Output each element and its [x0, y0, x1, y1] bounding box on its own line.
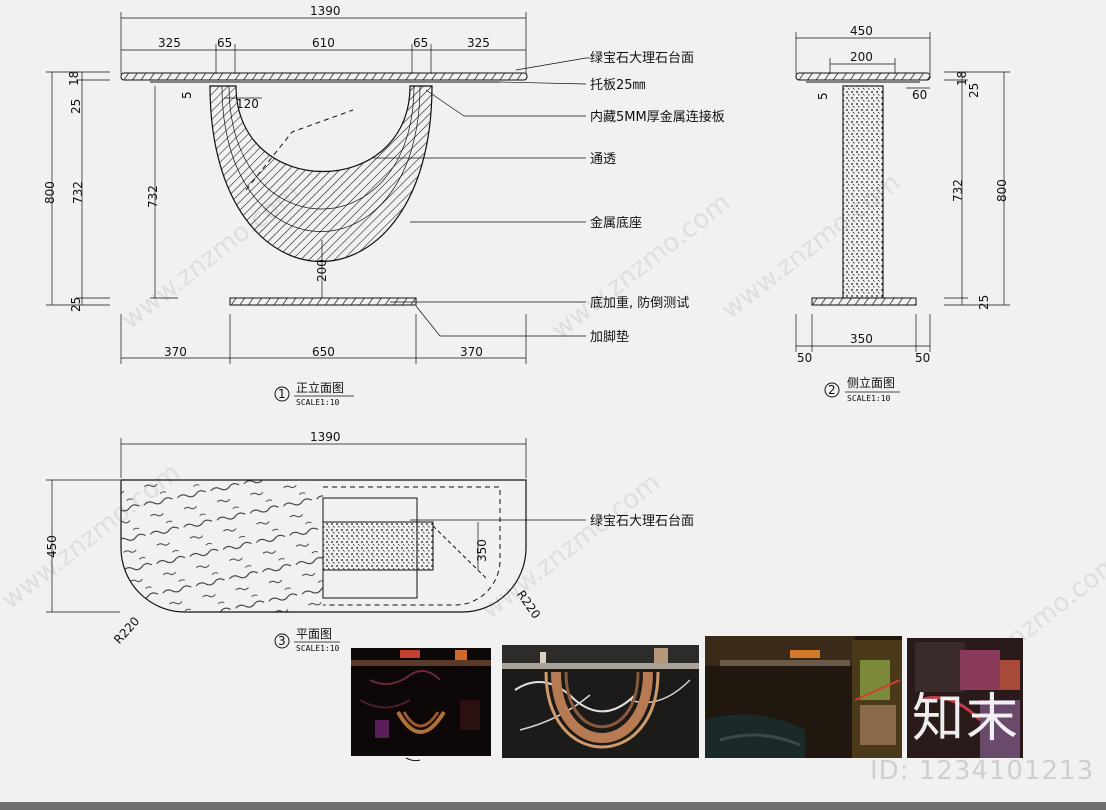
image-id-label: ID: 1234101213	[870, 756, 1095, 786]
dim-h-top: 25	[69, 99, 83, 114]
dim-overall-width: 1390	[310, 4, 341, 18]
dim-seg-right: 325	[467, 36, 490, 50]
note-metal-base: 金属底座	[590, 215, 642, 231]
watermark-layer: www.znzmo.com www.znzmo.com www.znzmo.co…	[0, 168, 1106, 706]
dim-h-small: 18	[67, 71, 81, 86]
dim-h-bot: 25	[69, 297, 83, 312]
reference-photos	[351, 636, 1023, 758]
note-weighted-base: 底加重, 防倒测试	[590, 295, 689, 311]
plan-radius-left: R220	[111, 614, 142, 647]
dim-seg-leg: 65	[217, 36, 232, 50]
photo-4	[907, 638, 1023, 758]
dim-5: 5	[180, 91, 194, 99]
dim-seg-left: 325	[158, 36, 181, 50]
note-foot-pad: 加脚垫	[590, 329, 629, 345]
side-dim-5: 5	[816, 92, 830, 100]
side-elevation: 450 200 5 60 18 25 732 800 25 350 50 50	[795, 24, 1010, 403]
photo-2	[502, 645, 699, 758]
photo-1	[351, 648, 491, 756]
note-support-plate: 托板25㎜	[590, 78, 646, 93]
watermark-url: www.znzmo.com	[546, 188, 736, 346]
dim-foot-left: 370	[164, 345, 187, 359]
title-2-number: 2	[828, 383, 836, 397]
side-dim-18: 18	[955, 71, 969, 86]
title-3-scale: SCALE1:10	[296, 644, 340, 653]
title-1-scale: SCALE1:10	[296, 398, 340, 407]
note-hidden-plate: 内藏5MM厚金属连接板	[590, 109, 725, 125]
dim-height-total: 800	[43, 181, 57, 204]
side-dim-50-right: 50	[915, 351, 930, 365]
title-1-number: 1	[278, 387, 286, 401]
photo-3	[705, 636, 902, 758]
side-dim-25-bottom: 25	[977, 295, 991, 310]
dim-120: 120	[236, 97, 259, 111]
title-front-elevation: 正立面图	[296, 380, 344, 395]
plan-dim-depth: 450	[45, 535, 59, 558]
dim-732-inner: 732	[146, 185, 160, 208]
side-dim-732: 732	[951, 179, 965, 202]
dim-foot-right: 370	[460, 345, 483, 359]
dim-seg-leg2: 65	[413, 36, 428, 50]
side-dim-350: 350	[850, 332, 873, 346]
title-3-number: 3	[278, 634, 286, 648]
side-dim-25-top: 25	[967, 83, 981, 98]
title-side-elevation: 侧立面图	[847, 375, 895, 390]
side-dim-60: 60	[912, 88, 927, 102]
plan-dim-width: 1390	[310, 430, 341, 444]
brand-logo-text: 知末	[912, 689, 1021, 749]
side-dim-200: 200	[850, 50, 873, 64]
title-plan: 平面图	[296, 627, 332, 641]
watermark-url: www.znzmo.com	[476, 468, 666, 626]
side-dim-50-left: 50	[797, 351, 812, 365]
side-dim-width: 450	[850, 24, 873, 38]
dim-h-mid: 732	[71, 181, 85, 204]
plan-dim-350: 350	[475, 539, 489, 562]
note-transparent: 通透	[590, 152, 616, 167]
note-marble-top: 绿宝石大理石台面	[590, 51, 694, 66]
dim-foot-mid: 650	[312, 345, 335, 359]
plan-view: 1390 450 350 R220 R220 绿宝石大理石台面 3 平面图 SC…	[45, 430, 694, 653]
title-2-scale: SCALE1:10	[847, 394, 891, 403]
note-plan-marble: 绿宝石大理石台面	[590, 514, 694, 529]
bottom-scrollbar	[0, 802, 1106, 810]
side-dim-800: 800	[995, 179, 1009, 202]
dim-seg-mid: 610	[312, 36, 335, 50]
front-elevation: 1390 325 65 610 65 325 5 120 200 800	[43, 4, 725, 407]
